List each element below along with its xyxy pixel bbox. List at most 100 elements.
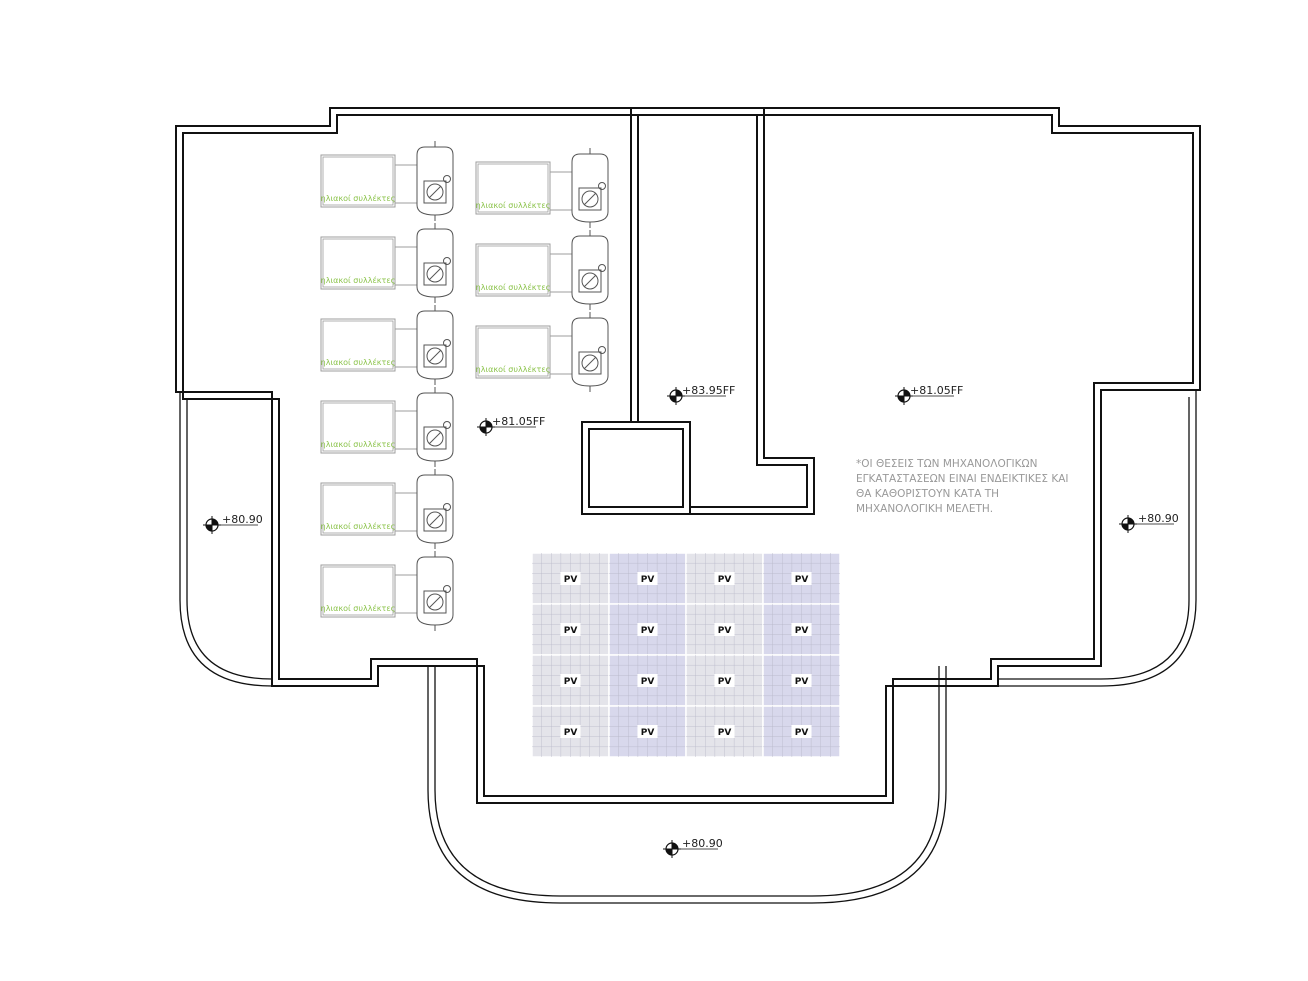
pv-label: PV: [795, 575, 809, 585]
pv-label: PV: [641, 626, 655, 636]
elevation-label: +80.90: [682, 837, 723, 850]
elevation-label: +80.90: [222, 513, 263, 526]
pv-panel: PV: [685, 705, 764, 758]
pv-panel: PV: [762, 603, 841, 656]
pump-icon: [426, 183, 444, 201]
pv-label-bg: [791, 674, 812, 687]
tank: [571, 153, 609, 223]
collector-label: ηλιακοί συλλέκτες: [321, 275, 396, 285]
collector-label: ηλιακοί συλλέκτες: [476, 364, 551, 374]
pump-box: [423, 262, 447, 286]
pv-label-bg: [791, 623, 812, 636]
collector-label: ηλιακοί συλλέκτες: [321, 439, 396, 449]
pv-label-bg: [560, 725, 581, 738]
pv-label: PV: [564, 575, 578, 585]
collector-panel: [320, 564, 396, 618]
pv-panel: PV: [762, 705, 841, 758]
note-line-4: ΜΗΧΑΝΟΛΟΓΙΚΗ ΜΕΛΕΤΗ.: [856, 503, 993, 515]
pv-label-bg: [637, 725, 658, 738]
pump-icon: [581, 272, 599, 290]
pv-label-bg: [637, 572, 658, 585]
collector-panel: [320, 482, 396, 536]
pv-panel: PV: [608, 654, 687, 707]
valve-icon: [443, 257, 451, 265]
pv-panel: PV: [685, 654, 764, 707]
pv-label-bg: [560, 572, 581, 585]
tank: [416, 228, 454, 298]
pump-icon-slash: [583, 192, 597, 206]
pump-icon: [426, 511, 444, 529]
pump-box: [423, 590, 447, 614]
pump-box: [423, 508, 447, 532]
tank: [416, 474, 454, 544]
collector-panel: [320, 318, 396, 372]
tank: [416, 556, 454, 626]
collector-panel: [475, 325, 551, 379]
collector-panel-inner: [322, 238, 394, 288]
pv-label: PV: [564, 626, 578, 636]
collector-label: ηλιακοί συλλέκτες: [321, 357, 396, 367]
bottom-terrace: [427, 666, 947, 904]
mechanical-note: *ΟΙ ΘΕΣΕΙΣ ΤΩΝ ΜΗΧΑΝΟΛΟΓΙΚΩΝ ΕΓΚΑΤΑΣΤΑΣΕ…: [856, 458, 1069, 515]
solar-collector-unit: ηλιακοί συλλέκτες: [320, 469, 454, 549]
pv-panel: PV: [608, 552, 687, 605]
pump-box: [423, 426, 447, 450]
pv-label-bg: [714, 725, 735, 738]
pv-label: PV: [795, 677, 809, 687]
elevation-marker-bottom-terrace: +80.90: [663, 837, 723, 858]
elevation-label: +81.05FF: [910, 384, 963, 397]
pump-icon-slash: [583, 274, 597, 288]
pv-label-bg: [791, 572, 812, 585]
valve-icon: [598, 346, 606, 354]
pump-box: [423, 180, 447, 204]
pv-label-bg: [637, 674, 658, 687]
valve-icon: [443, 503, 451, 511]
tank: [571, 317, 609, 387]
tank: [416, 146, 454, 216]
collector-panel: [320, 236, 396, 290]
pv-label-bg: [714, 623, 735, 636]
pv-label: PV: [564, 677, 578, 687]
elevation-marker-core: +83.95FF: [667, 384, 735, 405]
collector-label: ηλιακοί συλλέκτες: [321, 193, 396, 203]
pump-icon-slash: [428, 513, 442, 527]
pump-icon: [426, 593, 444, 611]
pv-panel: PV: [762, 552, 841, 605]
collector-label: ηλιακοί συλλέκτες: [321, 603, 396, 613]
pump-box: [578, 351, 602, 375]
collector-panel: [475, 243, 551, 297]
pump-icon: [426, 265, 444, 283]
pump-box: [578, 187, 602, 211]
solar-collector-unit: ηλιακοί συλλέκτες: [320, 223, 454, 303]
collector-panel-inner: [322, 566, 394, 616]
elevation-label: +83.95FF: [682, 384, 735, 397]
collector-panel: [320, 400, 396, 454]
collector-panel: [320, 154, 396, 208]
pv-label-bg: [714, 674, 735, 687]
pv-label-bg: [714, 572, 735, 585]
elevation-label: +81.05FF: [492, 415, 545, 428]
pump-icon-slash: [428, 595, 442, 609]
pump-icon: [581, 354, 599, 372]
pv-panel: PV: [685, 552, 764, 605]
pv-label: PV: [718, 677, 732, 687]
solar-collector-unit: ηλιακοί συλλέκτες: [320, 387, 454, 467]
collector-panel-inner: [477, 163, 549, 213]
pump-box: [578, 269, 602, 293]
right-terrace: [998, 390, 1197, 687]
pump-icon: [426, 347, 444, 365]
pv-label: PV: [641, 728, 655, 738]
pv-label: PV: [795, 626, 809, 636]
pv-label: PV: [795, 728, 809, 738]
pv-panel: PV: [531, 603, 610, 656]
valve-icon: [443, 339, 451, 347]
collector-panel-inner: [322, 320, 394, 370]
solar-collector-unit: ηλιακοί συλλέκτες: [475, 230, 609, 310]
solar-collector-unit: ηλιακοί συλλέκτες: [320, 551, 454, 631]
solar-collector-unit: ηλιακοί συλλέκτες: [475, 148, 609, 228]
collector-label: ηλιακοί συλλέκτες: [476, 200, 551, 210]
pv-label: PV: [564, 728, 578, 738]
pv-panel: PV: [762, 654, 841, 707]
collector-label: ηλιακοί συλλέκτες: [321, 521, 396, 531]
pump-icon-slash: [428, 431, 442, 445]
